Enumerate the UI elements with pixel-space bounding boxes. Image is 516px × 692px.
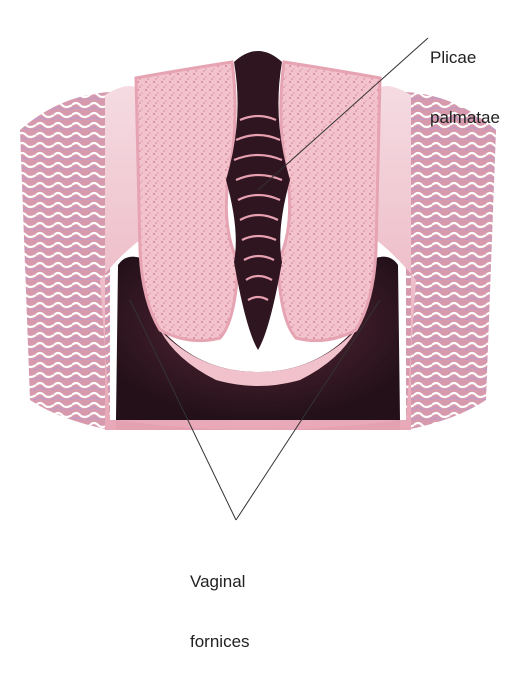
fornices-label-line2: fornices [190,632,250,652]
plicae-palmatae-label: Plicae palmatae [430,8,500,168]
fornices-label-line1: Vaginal [190,572,250,592]
anatomy-diagram: Plicae palmatae Vaginal fornices [0,0,516,578]
cervix-left-lip [136,62,238,341]
vaginal-fornices-label: Vaginal fornices [190,532,250,692]
plicae-label-line1: Plicae [430,48,500,68]
left-vaginal-wall [20,92,110,430]
cervix-right-lip [278,62,380,341]
plicae-label-line2: palmatae [430,108,500,128]
